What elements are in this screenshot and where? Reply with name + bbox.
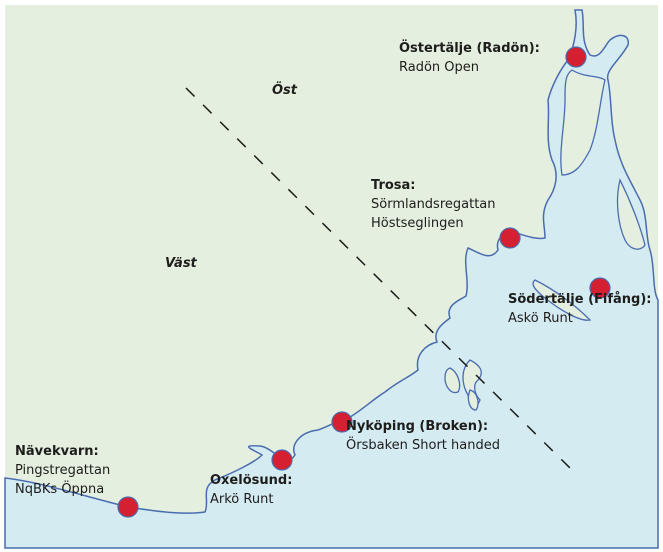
marker-nykoping[interactable] (331, 411, 353, 433)
location-trosa: Trosa: Sörmlandsregattan Höstseglingen (371, 176, 496, 233)
location-name: Östertälje (Radön): (399, 41, 540, 56)
location-name: Nyköping (Broken): (346, 419, 489, 434)
location-nykoping: Nyköping (Broken): Örsbaken Short handed (346, 417, 500, 455)
region-east-label: Öst (272, 83, 298, 98)
event: Pingstregattan (15, 463, 111, 478)
location-name: Nävekvarn: (15, 444, 99, 459)
region-west-label: Väst (165, 256, 197, 271)
location-name: Trosa: (371, 178, 416, 193)
water (4, 9, 659, 549)
island (467, 389, 479, 411)
marker-trosa[interactable] (499, 227, 521, 249)
marker-navekvarn[interactable] (117, 496, 139, 518)
event: Höstseglingen (371, 216, 464, 231)
island (444, 367, 461, 394)
location-name: Södertälje (Fifång): (508, 292, 652, 307)
island (462, 359, 482, 407)
event: NqBKs Öppna (15, 482, 105, 497)
marker-oxelosund[interactable] (271, 449, 293, 471)
island (616, 178, 646, 250)
location-navekvarn: Nävekvarn: Pingstregattan NqBKs Öppna (15, 442, 110, 499)
event: Radön Open (399, 60, 480, 75)
event: Arkö Runt (210, 492, 274, 507)
marker-ostertalje[interactable] (565, 46, 587, 68)
island (560, 69, 606, 176)
location-name: Oxelösund: (210, 473, 293, 488)
event: Örsbaken Short handed (346, 438, 500, 453)
event: Sörmlandsregattan (371, 197, 496, 212)
event: Askö Runt (508, 311, 573, 326)
location-sodertalje: Södertälje (Fifång): Askö Runt (508, 290, 651, 328)
divider-line (185, 87, 573, 471)
location-ostertalje: Östertälje (Radön): Radön Open (399, 39, 540, 77)
marker-sodertalje[interactable] (589, 277, 611, 299)
location-oxelosund: Oxelösund: Arkö Runt (210, 471, 292, 509)
island (532, 279, 592, 321)
